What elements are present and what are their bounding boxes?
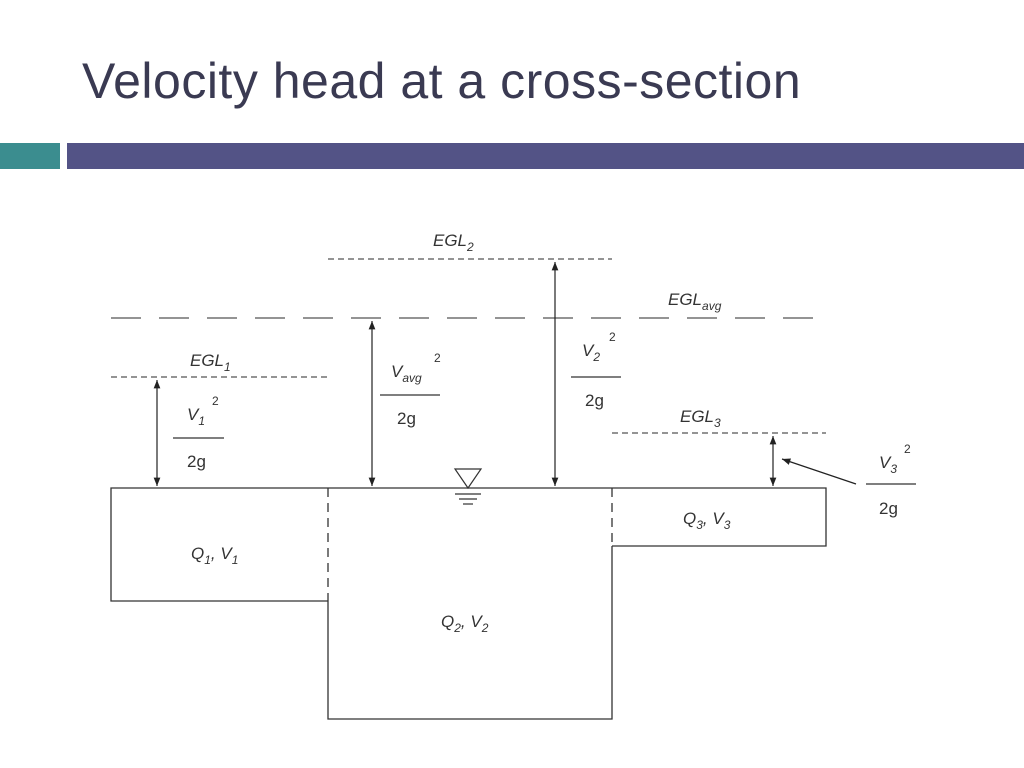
headavg-label: Vavg 2 2g: [380, 351, 441, 428]
head3-leader-arrow: [781, 458, 857, 485]
svg-text:2: 2: [434, 351, 441, 365]
channel-outline: [110, 487, 827, 720]
left-overbank-outline: [110, 487, 328, 602]
svg-text:2: 2: [904, 442, 911, 456]
egl3-label: EGL3: [680, 407, 721, 430]
egl2-label: EGL2: [433, 231, 474, 254]
energy-grade-lines: [111, 258, 826, 434]
svg-text:2g: 2g: [879, 499, 898, 518]
title-rule-indigo: [67, 143, 1024, 169]
svg-text:2: 2: [609, 330, 616, 344]
svg-text:Vavg: Vavg: [391, 362, 422, 385]
svg-text:V2: V2: [582, 341, 600, 364]
svg-text:2g: 2g: [187, 452, 206, 471]
flow1-label: Q1, V1: [191, 544, 238, 567]
egl1-label: EGL1: [190, 351, 231, 374]
flow2-label: Q2, V2: [441, 612, 489, 635]
title-rule-teal: [0, 143, 60, 169]
svg-text:2g: 2g: [585, 391, 604, 410]
main-channel-outline: [327, 487, 613, 720]
right-overbank-outline: [612, 487, 827, 547]
head3-label: V3 2 2g: [866, 442, 916, 518]
water-surface-triangle-icon: [453, 468, 483, 505]
svg-text:V3: V3: [879, 453, 897, 476]
head1-label: V1 2 2g: [173, 394, 224, 471]
svg-text:2: 2: [212, 394, 219, 408]
head2-label: V2 2 2g: [571, 330, 621, 410]
velocity-head-arrows: [153, 262, 857, 486]
svg-text:2g: 2g: [397, 409, 416, 428]
eglavg-label: EGLavg: [668, 290, 722, 313]
slide-title: Velocity head at a cross-section: [82, 53, 802, 109]
svg-text:V1: V1: [187, 405, 205, 428]
flow3-label: Q3, V3: [683, 509, 731, 532]
